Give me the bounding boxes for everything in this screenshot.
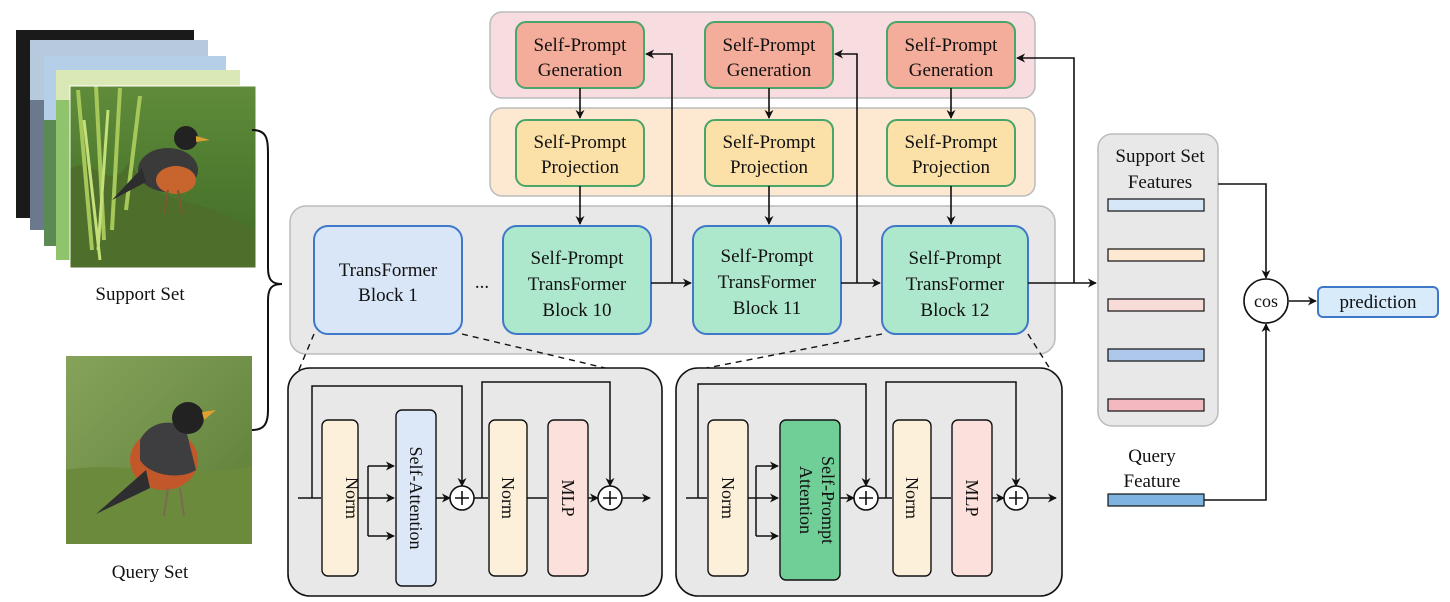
svg-text:Projection: Projection xyxy=(541,157,620,178)
svg-text:Block 11: Block 11 xyxy=(733,298,801,319)
svg-text:Generation: Generation xyxy=(909,60,994,81)
svg-text:Self-Prompt: Self-Prompt xyxy=(905,132,999,153)
svg-text:Feature: Feature xyxy=(1124,471,1181,492)
svg-text:Projection: Projection xyxy=(912,157,991,178)
cos-node: cos xyxy=(1243,278,1289,324)
transformer-block-1: TransFormer Block 1 xyxy=(313,225,463,335)
feature-bar-3 xyxy=(1107,298,1205,312)
svg-text:Norm: Norm xyxy=(718,477,738,519)
svg-text:Norm: Norm xyxy=(498,477,518,519)
svg-text:TransFormer: TransFormer xyxy=(906,274,1005,295)
feature-bar-5 xyxy=(1107,398,1205,412)
svg-text:Block 12: Block 12 xyxy=(920,300,989,321)
curly-brace xyxy=(251,129,283,431)
svg-text:Norm: Norm xyxy=(342,477,362,519)
support-features-panel: Support Set Features xyxy=(1097,133,1219,427)
query-set-label: Query Set xyxy=(112,562,189,583)
generation-box-1: Self-Prompt Generation xyxy=(515,21,645,89)
svg-text:TransFormer: TransFormer xyxy=(339,260,438,281)
svg-text:cos: cos xyxy=(1254,291,1278,311)
svg-text:Generation: Generation xyxy=(727,60,812,81)
svg-text:Self-Prompt: Self-Prompt xyxy=(534,35,628,56)
svg-text:Self-Prompt: Self-Prompt xyxy=(723,35,817,56)
svg-text:Self-Prompt: Self-Prompt xyxy=(721,246,815,267)
feature-bar-4 xyxy=(1107,348,1205,362)
sp-transformer-block-11: Self-Prompt TransFormer Block 11 xyxy=(692,225,842,335)
svg-text:prediction: prediction xyxy=(1339,292,1417,313)
self-prompt-attention-box xyxy=(779,419,841,581)
plus-circle-icon xyxy=(597,485,623,511)
svg-text:Self-Prompt: Self-Prompt xyxy=(723,132,817,153)
support-set-label: Support Set xyxy=(95,284,185,305)
svg-text:Attention: Attention xyxy=(796,466,816,534)
svg-text:Self-Prompt: Self-Prompt xyxy=(909,248,1003,269)
similarity-arrows xyxy=(1204,183,1317,501)
svg-text:Features: Features xyxy=(1128,172,1192,193)
projection-box-3: Self-Prompt Projection xyxy=(886,119,1016,187)
support-features-label: Support Set xyxy=(1115,146,1205,167)
query-feature-label: Query xyxy=(1128,446,1176,467)
ellipsis: ... xyxy=(475,272,489,293)
flow-arrows xyxy=(575,49,1097,288)
generation-box-2: Self-Prompt Generation xyxy=(704,21,834,89)
support-image-stack xyxy=(16,30,257,269)
zoom-connectors xyxy=(297,333,1053,373)
projection-box-1: Self-Prompt Projection xyxy=(515,119,645,187)
sp-transformer-block-10: Self-Prompt TransFormer Block 10 xyxy=(502,225,652,335)
transformer-block-detail: Norm Self-Attention Norm MLP xyxy=(287,367,663,597)
svg-text:Self-Attention: Self-Attention xyxy=(406,447,426,550)
svg-text:MLP: MLP xyxy=(558,479,578,516)
feature-bar-2 xyxy=(1107,248,1205,262)
sp-transformer-block-detail: Norm Self-Prompt Attention Norm MLP xyxy=(675,367,1063,597)
svg-text:Norm: Norm xyxy=(902,477,922,519)
svg-text:Block 1: Block 1 xyxy=(358,285,418,306)
query-feature-bar xyxy=(1107,493,1205,507)
sp-transformer-block-12: Self-Prompt TransFormer Block 12 xyxy=(881,225,1029,335)
prediction-box: prediction xyxy=(1317,286,1439,318)
svg-text:Block 10: Block 10 xyxy=(542,300,611,321)
svg-text:Self-Prompt: Self-Prompt xyxy=(531,248,625,269)
query-bird-photo xyxy=(66,356,252,544)
svg-text:MLP: MLP xyxy=(962,479,982,516)
svg-text:TransFormer: TransFormer xyxy=(718,272,817,293)
plus-circle-icon xyxy=(853,485,879,511)
svg-text:Self-Prompt: Self-Prompt xyxy=(818,456,838,544)
svg-text:Self-Prompt: Self-Prompt xyxy=(534,132,628,153)
svg-text:TransFormer: TransFormer xyxy=(528,274,627,295)
projection-box-2: Self-Prompt Projection xyxy=(704,119,834,187)
feature-bar-1 xyxy=(1107,198,1205,212)
plus-circle-icon xyxy=(1003,485,1029,511)
plus-circle-icon xyxy=(449,485,475,511)
svg-text:Self-Prompt: Self-Prompt xyxy=(905,35,999,56)
svg-text:Generation: Generation xyxy=(538,60,623,81)
generation-box-3: Self-Prompt Generation xyxy=(886,21,1016,89)
svg-text:Projection: Projection xyxy=(730,157,809,178)
